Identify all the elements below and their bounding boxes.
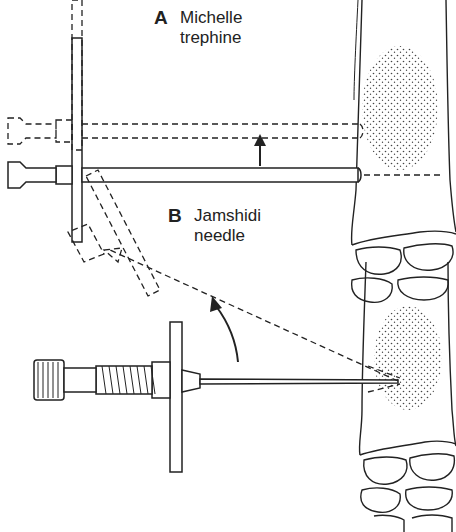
stroke — [53, 362, 54, 398]
trephine-shaft — [82, 168, 358, 182]
stroke — [43, 362, 44, 398]
needle-cap-moved — [68, 224, 104, 262]
lesion — [362, 46, 438, 170]
trephine-hub — [56, 166, 72, 184]
bone-outline — [446, 0, 456, 232]
trephine-cap-moved — [8, 118, 72, 144]
carpal-bone — [356, 247, 401, 274]
needle-threads — [96, 366, 152, 394]
stroke — [58, 362, 59, 398]
carpal-bone — [364, 457, 407, 484]
stroke — [151, 366, 155, 394]
stroke — [109, 366, 113, 394]
arrowhead — [254, 134, 266, 146]
joint-line — [360, 441, 456, 455]
needle-cap — [34, 360, 64, 400]
stroke — [102, 366, 106, 394]
stroke — [123, 366, 127, 394]
carpal-bone — [404, 244, 453, 270]
stroke — [144, 366, 148, 394]
instrument-name: Jamshidi needle — [194, 206, 278, 246]
stroke — [116, 366, 120, 394]
needle-shaft — [200, 379, 398, 384]
knurl-lines — [38, 362, 58, 398]
trephine-tip — [358, 168, 361, 182]
trephine-path-in-lesion — [364, 174, 440, 175]
bone-outline — [448, 262, 456, 446]
carpal-bone — [361, 488, 400, 512]
stroke — [130, 366, 134, 394]
lesion — [374, 306, 442, 410]
needle-path-in-lesion — [368, 366, 400, 392]
trephine-shaft-moved — [82, 124, 363, 138]
joint-line — [352, 231, 456, 245]
stroke — [48, 362, 49, 398]
trephine-cap — [8, 162, 56, 188]
thread-lines — [102, 366, 155, 394]
panel-letter: A — [154, 8, 178, 28]
needle-handle-moved — [86, 170, 160, 296]
needle-neck — [64, 368, 96, 392]
arrowhead — [210, 296, 222, 312]
needle-collar — [152, 362, 170, 398]
needle-shaft-moved — [110, 250, 398, 381]
stroke — [137, 366, 141, 394]
needle-handle — [170, 322, 182, 472]
carpal-bone — [410, 454, 455, 480]
motion-arrow — [216, 306, 238, 362]
carpal-bone — [374, 515, 452, 532]
carpal-bone — [352, 278, 393, 302]
bone-outline — [359, 262, 366, 455]
instrument-name: Michelle trephine — [180, 8, 264, 48]
panel-letter: B — [168, 206, 192, 226]
carpal-bone — [398, 277, 448, 300]
carpal-bone — [406, 487, 453, 510]
needle-hub-moved — [104, 248, 122, 262]
stroke — [38, 362, 39, 398]
trephine-handle — [72, 38, 82, 242]
trephine-handle-moved — [72, 0, 82, 150]
needle-hub — [182, 370, 200, 392]
bone-outline — [351, 0, 362, 245]
skin-outline — [354, 0, 358, 100]
